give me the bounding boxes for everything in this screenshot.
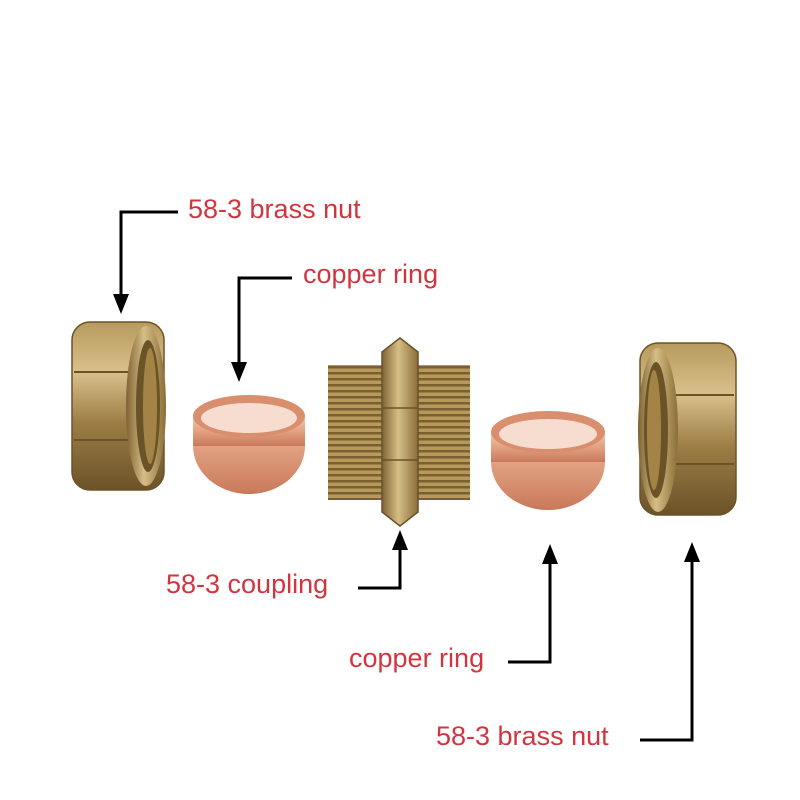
leader-nut-top — [113, 210, 178, 314]
leader-nut-bottom — [640, 542, 700, 742]
leader-ring-top — [231, 276, 292, 382]
brass-nut-left — [71, 321, 166, 491]
label-brass-nut-bottom: 58-3 brass nut — [436, 721, 609, 751]
leader-coupling — [358, 530, 408, 590]
copper-ring-left — [193, 395, 305, 494]
leader-ring-bottom — [508, 544, 558, 664]
label-copper-ring-top: copper ring — [303, 259, 439, 289]
label-coupling: 58-3 coupling — [166, 569, 329, 599]
copper-ring-right — [491, 411, 605, 510]
label-copper-ring-bottom: copper ring — [349, 643, 485, 673]
coupling-center — [328, 337, 470, 527]
label-brass-nut-top: 58-3 brass nut — [188, 194, 361, 224]
brass-nut-right — [638, 342, 737, 516]
